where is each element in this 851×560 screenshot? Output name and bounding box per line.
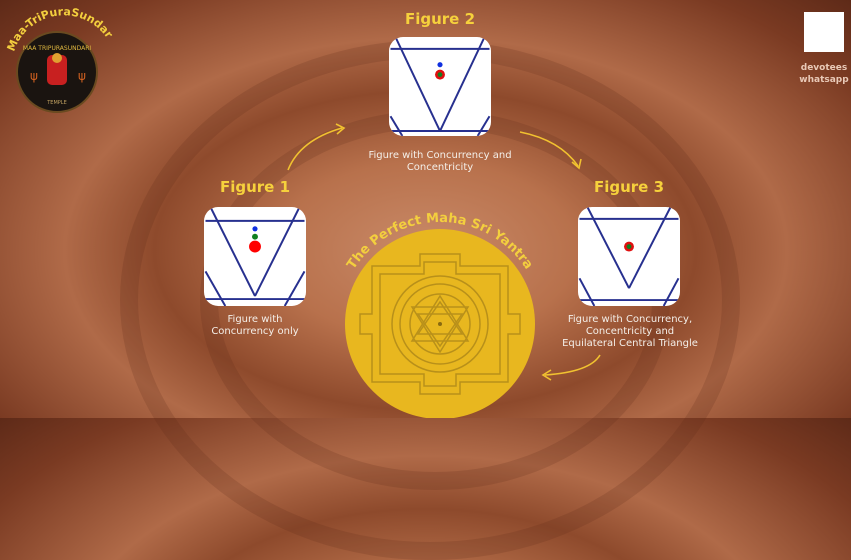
figure-2-title: Figure 2	[404, 10, 476, 28]
logo-badge-sub: TEMPLE	[46, 100, 67, 106]
whatsapp-qr-code[interactable]	[804, 12, 844, 52]
temple-logo: Maa-TriPuraSundari.com MAA TRIPURASUNDAR…	[0, 0, 116, 113]
figure-1-diagram	[204, 207, 306, 306]
caption-line: Figure with	[227, 314, 283, 325]
figure-3-title: Figure 3	[593, 178, 665, 196]
qr-label-line1: devotees	[800, 63, 848, 73]
trident-icon: ψ	[78, 69, 86, 83]
caption-line: Equilateral Central Triangle	[562, 338, 698, 349]
arrow-fig3-to-yantra	[544, 354, 601, 376]
caption-line: Concurrency only	[211, 326, 299, 337]
caption-line: Figure with Concurrency,	[567, 314, 693, 325]
trident-icon: ψ	[30, 69, 38, 83]
flow-arrows	[287, 123, 601, 381]
logo-badge-text: MAA TRIPURASUNDARI	[23, 45, 92, 52]
maha-sri-yantra: The Perfect Maha Sri Yantra	[344, 211, 536, 418]
arrow-fig2-to-fig3	[519, 131, 579, 167]
qr-label: devotees whatsapp	[796, 62, 851, 86]
arrow-fig1-to-fig2	[287, 127, 343, 171]
qr-label-line2: whatsapp	[799, 75, 849, 85]
caption-line: Concentricity	[406, 162, 474, 173]
figure-2-diagram	[389, 37, 491, 136]
figure-1-title: Figure 1	[219, 178, 291, 196]
figure-3-caption: Figure with Concurrency,Concentricity an…	[550, 314, 710, 350]
caption-line: Concentricity and	[585, 326, 675, 337]
caption-line: Figure with Concurrency and	[368, 150, 512, 161]
figure-3-diagram	[578, 207, 680, 306]
